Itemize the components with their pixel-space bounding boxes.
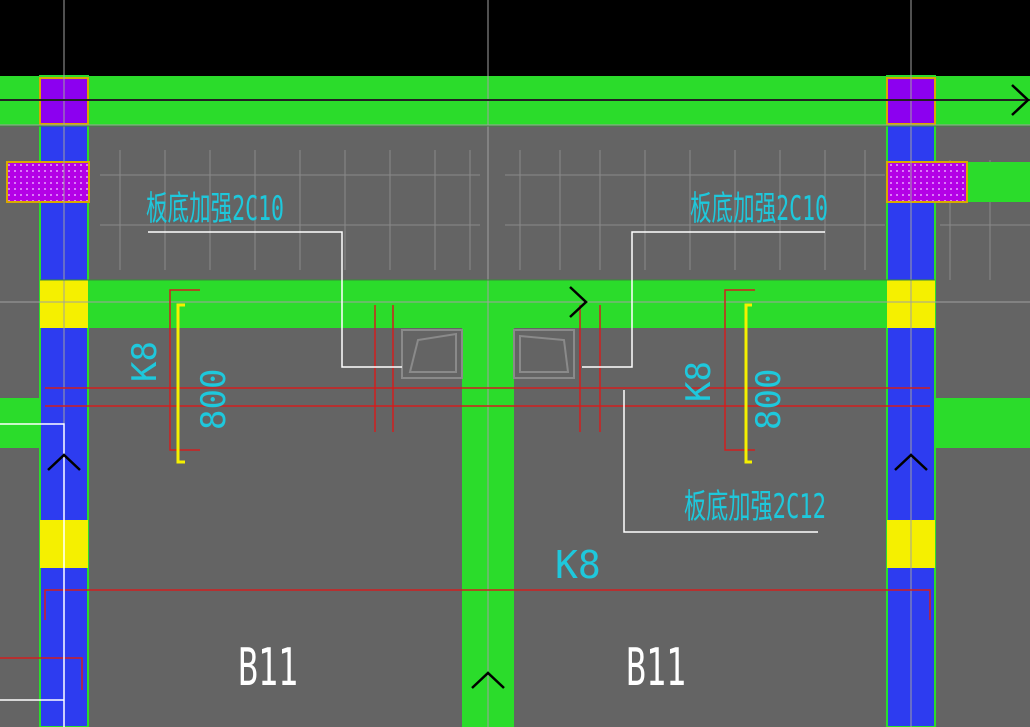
slab-label-right: B11 — [626, 638, 686, 698]
chevron-right-icon — [569, 84, 1030, 318]
dimension-label-left: 800 — [194, 369, 234, 430]
beam-tag-center: K8 — [555, 543, 601, 587]
dimension-label-right: 800 — [749, 369, 789, 430]
chevron-up-icon — [47, 453, 928, 689]
beam-edge-lines — [0, 125, 1030, 281]
slab-reinforcement-marks — [100, 150, 1030, 280]
beam-tag-left: K8 — [125, 341, 165, 382]
red-rebar-lines — [0, 289, 931, 690]
slab-area — [0, 76, 1030, 727]
dimension-brackets — [176, 303, 752, 464]
rebar-label-lower: 板底加强2C12 — [684, 487, 826, 527]
beam-tag-right: K8 — [679, 361, 719, 402]
hatch-block-right — [886, 161, 968, 203]
leader-lines — [0, 231, 825, 727]
rebar-label-right: 板底加强2C10 — [690, 189, 828, 229]
openings — [401, 329, 575, 379]
hatch-block-left — [6, 161, 90, 203]
slab-label-left: B11 — [238, 638, 298, 698]
rebar-label-left: 板底加强2C10 — [146, 189, 284, 229]
